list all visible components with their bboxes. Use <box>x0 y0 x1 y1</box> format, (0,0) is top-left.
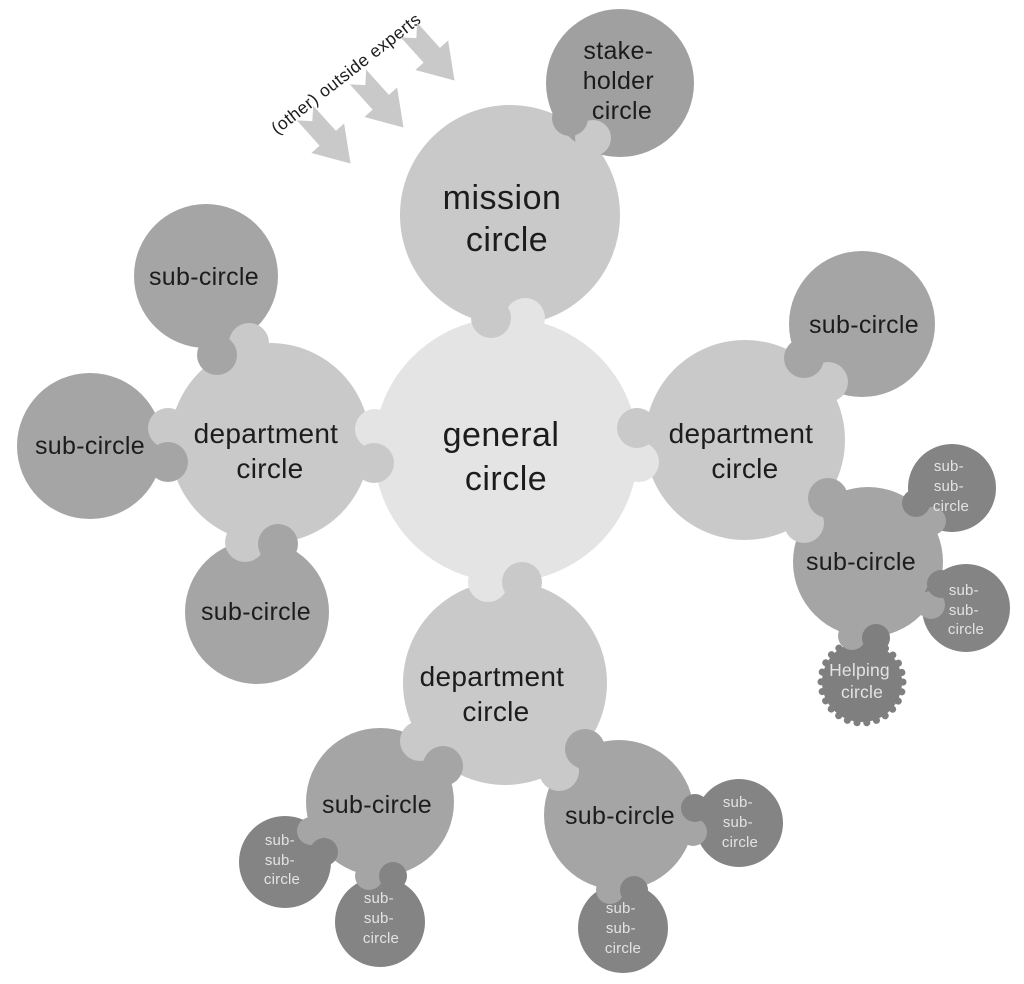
sub-sub-circle-bottom-right-1 <box>695 779 783 867</box>
sub-sub-circle-bottom-right-2 <box>578 883 668 973</box>
sub-sub-circle-label: sub- sub- circle <box>264 832 300 888</box>
link-nub <box>297 817 325 845</box>
sub-circle-label: sub-circle <box>201 598 311 626</box>
sub-circle-label: sub-circle <box>809 311 919 339</box>
link-nub <box>784 338 824 378</box>
sub-circle-label: sub-circle <box>35 432 145 460</box>
sub-circle-label: sub-circle <box>806 548 916 576</box>
link-nub <box>838 622 866 650</box>
link-nub <box>565 729 605 769</box>
link-nub <box>379 862 407 890</box>
sub-circle-label: sub-circle <box>322 791 432 819</box>
department-circle-left <box>170 343 370 543</box>
link-nub <box>197 335 237 375</box>
helping-circle-scalloped-ring <box>817 637 907 727</box>
link-nub <box>355 862 383 890</box>
helping-circle-body <box>822 642 902 722</box>
sub-circle-left-bottom <box>185 540 329 684</box>
link-nub <box>679 818 707 846</box>
link-nub <box>225 522 265 562</box>
department-circle-bottom <box>403 581 607 785</box>
link-nub <box>502 562 542 602</box>
general-circle-label: general circle <box>443 416 570 498</box>
link-nub <box>505 298 545 338</box>
link-nub <box>619 442 659 482</box>
sub-circle-right-top <box>789 251 935 397</box>
mission-circle <box>400 105 620 325</box>
outside-expert-arrow-icon <box>296 105 351 164</box>
sub-circle-label: sub-circle <box>565 802 675 830</box>
link-nub <box>862 624 890 652</box>
general-circle <box>374 318 638 582</box>
sub-sub-circle-label: sub- sub- circle <box>722 794 758 851</box>
link-nub <box>552 100 588 136</box>
link-nub <box>354 443 394 483</box>
circle-links <box>148 100 955 904</box>
sub-sub-circle-label: sub- sub- circle <box>933 458 969 515</box>
link-nub <box>423 746 463 786</box>
department-circle-bottom-label: department circle <box>420 661 573 727</box>
sub-sub-circle-bottom-left-2 <box>335 877 425 967</box>
link-nub <box>808 478 848 518</box>
link-nub <box>617 408 657 448</box>
link-nub <box>596 876 624 904</box>
link-nub <box>229 323 269 363</box>
sub-circle-label: sub-circle <box>149 263 259 291</box>
link-nub <box>310 838 338 866</box>
department-circle-left-label: department circle <box>194 418 347 484</box>
department-circle-right-label: department circle <box>669 418 822 484</box>
sub-circle-bottom-left <box>306 728 454 876</box>
link-nub <box>681 794 709 822</box>
link-nub <box>902 489 930 517</box>
link-nub <box>917 591 945 619</box>
outside-expert-arrow-icon <box>400 22 455 81</box>
link-nub <box>784 503 824 543</box>
link-nub <box>927 570 955 598</box>
link-nub <box>918 507 946 535</box>
outside-expert-arrow-icon <box>349 69 404 128</box>
mission-circle-label: mission circle <box>443 179 572 259</box>
sub-sub-circle-label: sub- sub- circle <box>363 890 399 947</box>
link-nub <box>620 876 648 904</box>
helping-circle-label: Helping circle <box>829 660 895 702</box>
sub-circle-far-left <box>17 373 163 519</box>
helping-circle <box>817 637 907 727</box>
link-nub <box>148 442 188 482</box>
sub-circle-right <box>793 487 943 637</box>
sub-circle-bottom-right <box>544 740 694 890</box>
link-nub <box>468 562 508 602</box>
sub-circle-top-left <box>134 204 278 348</box>
department-circle-right <box>645 340 845 540</box>
sub-sub-circle-label: sub- sub- circle <box>948 582 984 638</box>
link-nub <box>355 409 395 449</box>
link-nub <box>148 408 188 448</box>
link-nub <box>258 524 298 564</box>
link-nub <box>471 298 511 338</box>
sub-sub-circle-label: sub- sub- circle <box>605 900 641 957</box>
stakeholder-circle-label: stake- holder circle <box>583 37 662 125</box>
